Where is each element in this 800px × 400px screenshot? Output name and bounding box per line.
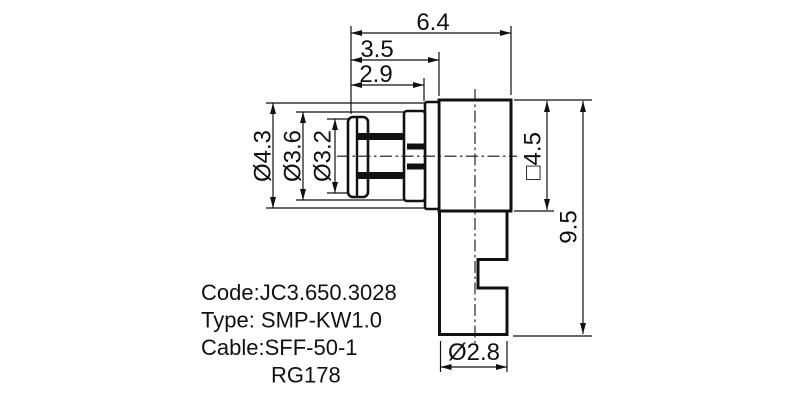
dim-body-offset: 3.5: [360, 36, 393, 63]
dimension-lines: [270, 30, 586, 370]
flange: [423, 100, 441, 211]
dim-body-square: □4.5: [520, 132, 547, 180]
dimension-labels: 6.4 3.5 2.9 Ø4.3 Ø3.6 Ø3.2 □4.5 9.5 Ø2.8: [250, 9, 583, 366]
contact-bore-bottom: [407, 163, 425, 170]
outer-wall-bottom: [357, 172, 405, 179]
extension-lines: [266, 26, 592, 372]
dim-flange-offset: 2.9: [359, 61, 392, 88]
centerlines: [337, 89, 517, 343]
note-code: Code:JC3.650.3028: [201, 280, 397, 305]
dim-flange-dia: Ø4.3: [250, 130, 277, 182]
dim-total-width: 6.4: [416, 9, 449, 36]
dim-insulator-dia: Ø3.6: [280, 130, 307, 182]
note-type: Type: SMP-KW1.0: [201, 308, 382, 333]
dim-total-height: 9.5: [556, 210, 583, 243]
dim-interface-dia: Ø3.2: [310, 130, 337, 182]
contact-bore-top: [407, 143, 425, 150]
note-cable: Cable:SFF-50-1: [201, 335, 358, 360]
dim-leg-dia: Ø2.8: [448, 339, 500, 366]
outer-wall-top: [357, 133, 405, 140]
cable-leg: [438, 209, 509, 336]
note-cable-model: RG178: [271, 363, 341, 388]
notes-block: Code:JC3.650.3028 Type: SMP-KW1.0 Cable:…: [201, 280, 397, 388]
